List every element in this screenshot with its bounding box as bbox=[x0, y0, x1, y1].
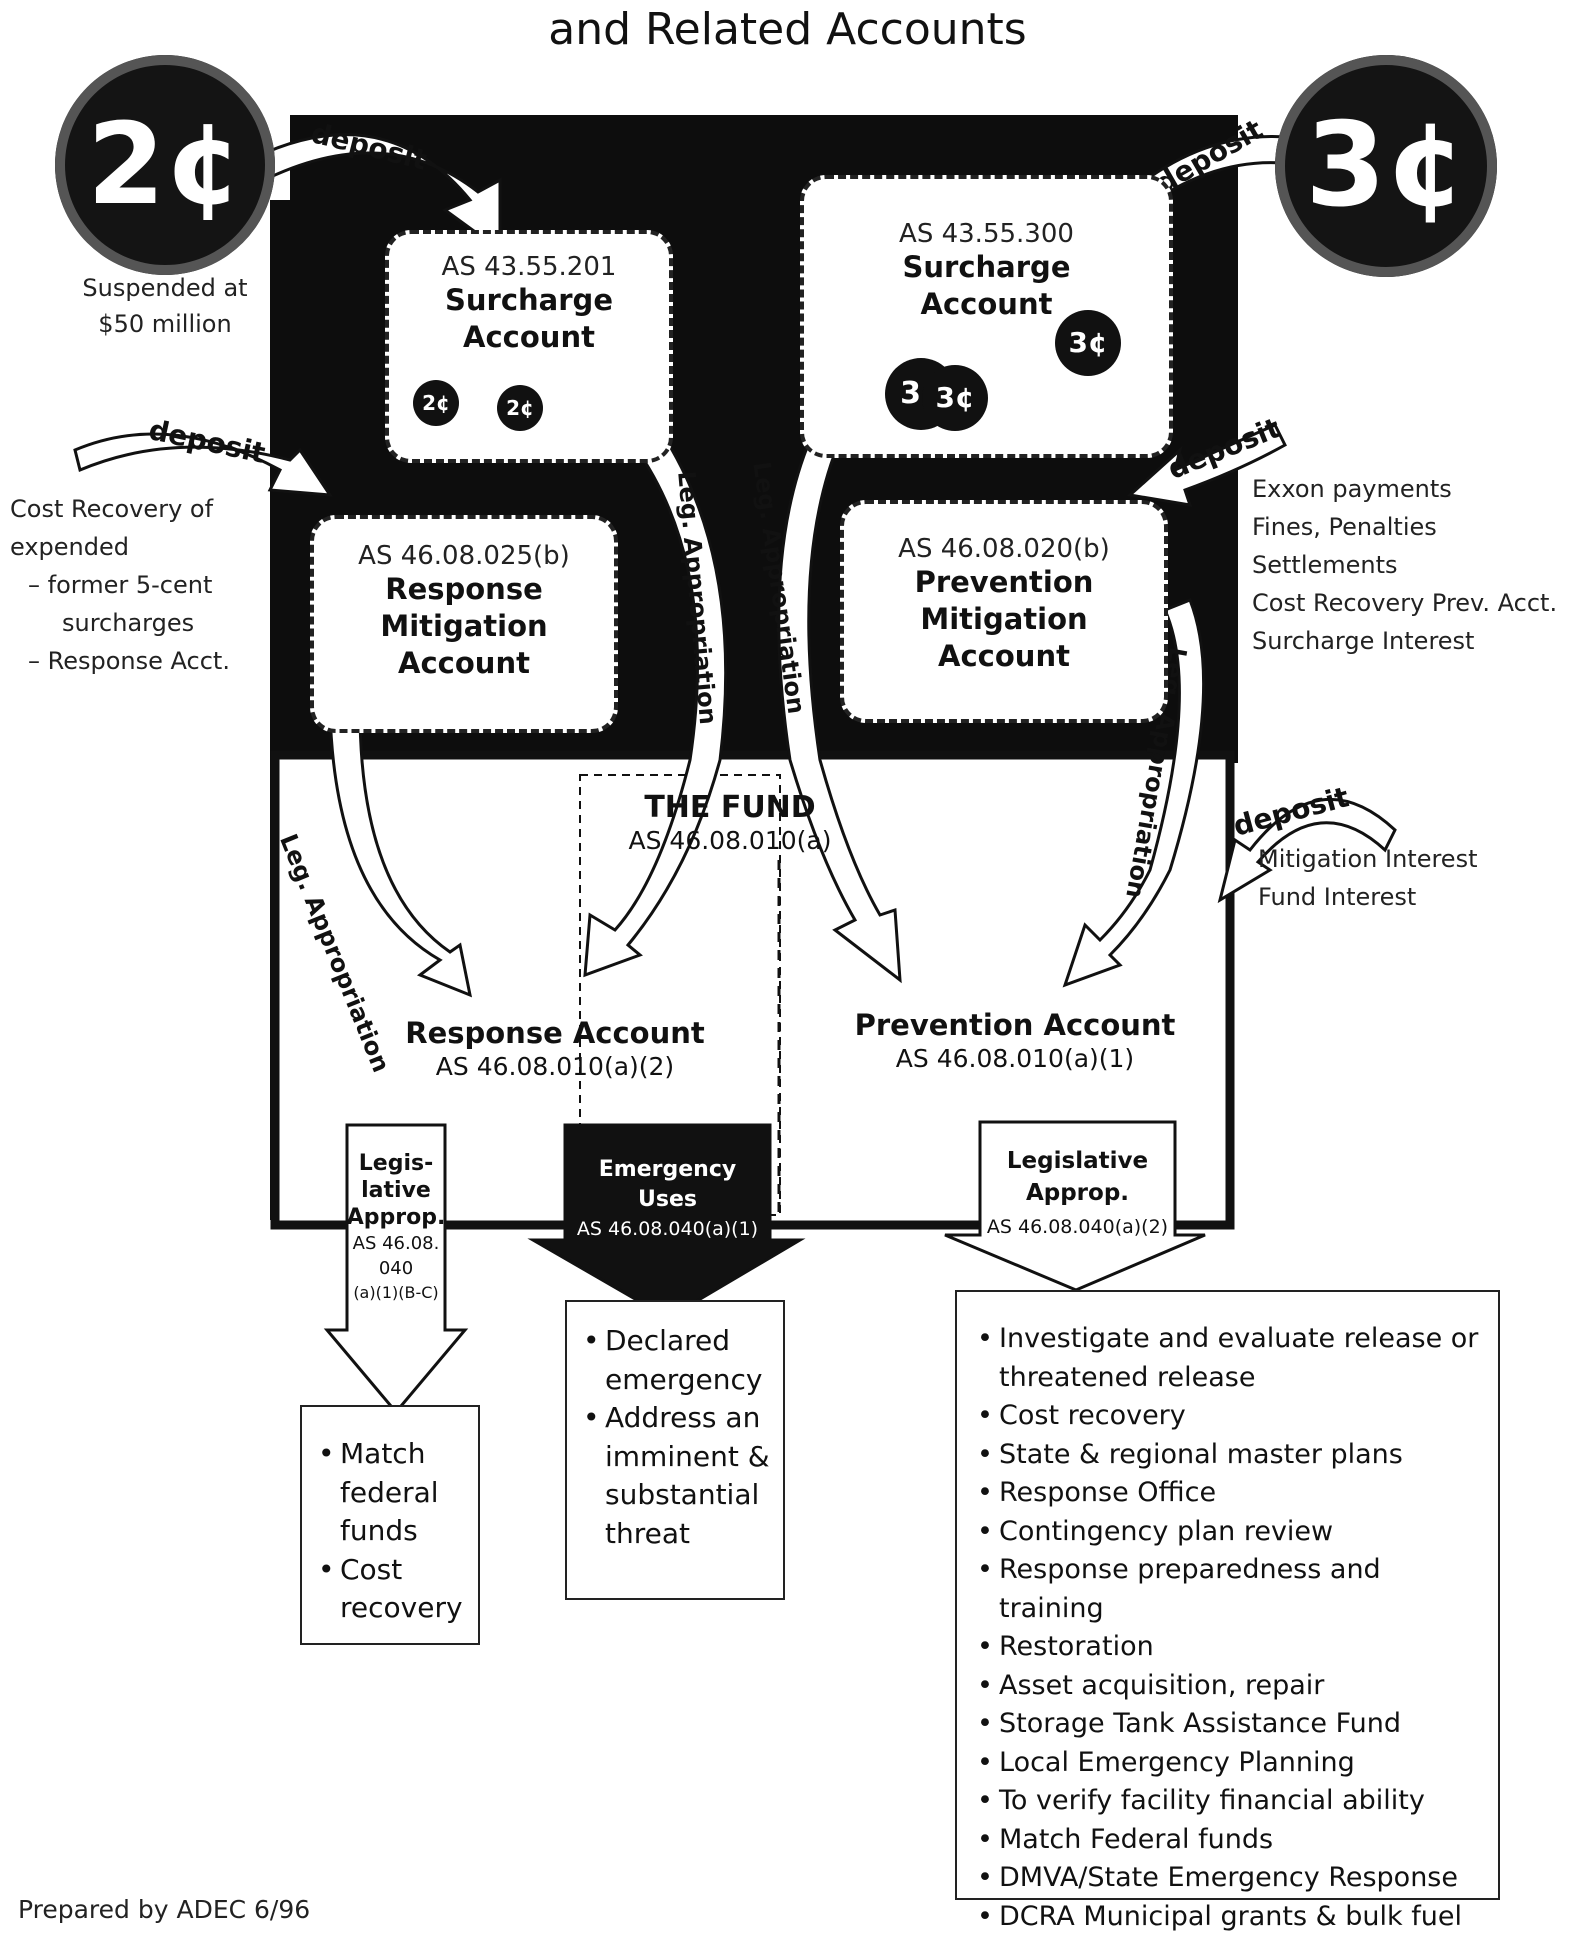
uses-list-right: Investigate and evaluate release or thre… bbox=[955, 1290, 1500, 1936]
outflow-left-code-3: (a)(1)(B-C) bbox=[353, 1283, 439, 1302]
interest-source-2: Fund Interest bbox=[1258, 883, 1417, 911]
outflow-left-label-2: lative bbox=[361, 1178, 431, 1203]
prepared-by-footer: Prepared by ADEC 6/96 bbox=[18, 1895, 311, 1924]
outflow-middle-code: AS 46.08.040(a)(1) bbox=[576, 1218, 759, 1240]
uses-right-item-8: Asset acquisition, repair bbox=[971, 1667, 1488, 1706]
surcharge-3c-code: AS 43.55.300 bbox=[899, 219, 1074, 249]
response-mitigation-name-1: Response bbox=[385, 572, 543, 606]
cost-recovery-line-2: expended bbox=[10, 533, 129, 561]
uses-right-item-5: Contingency plan review bbox=[971, 1513, 1488, 1552]
leg-approp-arrow-right bbox=[1062, 598, 1206, 988]
outflow-middle-label: Emergency Uses AS 46.08.040(a)(1) bbox=[550, 1155, 785, 1243]
uses-right-item-14: DCRA Municipal grants & bulk fuel bbox=[971, 1898, 1488, 1937]
surcharge-3c-name-2: Account bbox=[920, 287, 1053, 321]
uses-right-item-10: Local Emergency Planning bbox=[971, 1744, 1488, 1783]
uses-list-left: Match federal funds Cost recovery bbox=[300, 1405, 480, 1645]
suspended-line-1: Suspended at bbox=[82, 274, 248, 302]
cost-recovery-line-5: – Response Acct. bbox=[28, 647, 230, 675]
prevention-account-name: Prevention Account bbox=[854, 1008, 1176, 1042]
prevention-source-5: Surcharge Interest bbox=[1252, 627, 1475, 655]
outflow-left-label-3: Approp. bbox=[346, 1205, 446, 1230]
leg-approp-arrow-center-left bbox=[583, 428, 728, 978]
uses-right-item-9: Storage Tank Assistance Fund bbox=[971, 1705, 1488, 1744]
the-fund-label: THE FUND AS 46.08.010(a) bbox=[610, 790, 850, 856]
outflow-left-code-2: 040 bbox=[378, 1258, 414, 1279]
prevention-mitigation-name-3: Account bbox=[938, 639, 1070, 673]
suspended-note: Suspended at $50 million bbox=[70, 270, 260, 342]
deposit-arrow-response-mitigation bbox=[73, 432, 333, 497]
uses-right-item-7: Restoration bbox=[971, 1628, 1488, 1667]
response-mitigation-name-3: Account bbox=[398, 646, 530, 680]
outflow-middle-label-2: Uses bbox=[638, 1187, 697, 1212]
outflow-right-label-2: Approp. bbox=[1025, 1180, 1130, 1206]
small-coin-3c-c-icon: 3¢ bbox=[1055, 310, 1121, 376]
outflow-right-label-1: Legislative bbox=[1006, 1148, 1149, 1174]
prevention-account-label: Prevention Account AS 46.08.010(a)(1) bbox=[840, 1007, 1190, 1075]
prevention-source-3: Settlements bbox=[1252, 551, 1398, 579]
prevention-source-2: Fines, Penalties bbox=[1252, 513, 1437, 541]
response-mitigation-code: AS 46.08.025(b) bbox=[358, 541, 570, 571]
page-title: and Related Accounts bbox=[548, 4, 1027, 55]
prevention-sources-note: Exxon payments Fines, Penalties Settleme… bbox=[1252, 470, 1557, 660]
uses-right-item-4: Response Office bbox=[971, 1474, 1488, 1513]
outflow-arrow-right bbox=[944, 1120, 1206, 1292]
coin-3-cent-icon: 3¢ bbox=[1275, 55, 1497, 277]
suspended-line-2: $50 million bbox=[98, 310, 232, 338]
uses-right-item-11: To verify facility financial ability bbox=[971, 1782, 1488, 1821]
cost-recovery-line-3: – former 5-cent bbox=[28, 571, 213, 599]
surcharge-2c-name-2: Account bbox=[463, 320, 595, 354]
deposit-arrow-interest bbox=[1217, 797, 1397, 904]
outflow-left-label-1: Legis- bbox=[358, 1151, 434, 1176]
response-account-code: AS 46.08.010(a)(2) bbox=[435, 1052, 675, 1081]
cost-recovery-note: Cost Recovery of expended – former 5-cen… bbox=[10, 490, 230, 680]
leg-approp-arrow-center-right bbox=[777, 438, 902, 984]
uses-right-item-12: Match Federal funds bbox=[971, 1821, 1488, 1860]
uses-right-item-6: Response preparedness and training bbox=[971, 1551, 1488, 1628]
outflow-middle-label-1: Emergency bbox=[598, 1157, 737, 1182]
leg-approp-arrow-left bbox=[328, 708, 473, 998]
outflow-right-label: Legislative Approp. AS 46.08.040(a)(2) bbox=[965, 1145, 1190, 1245]
surcharge-account-3c: AS 43.55.300 Surcharge Account bbox=[800, 175, 1173, 458]
coin-2-cent-icon: 2¢ bbox=[55, 55, 275, 275]
uses-left-item-1: Match federal funds bbox=[312, 1435, 468, 1551]
small-coin-2c-b-icon: 2¢ bbox=[497, 385, 543, 431]
cost-recovery-line-4: surcharges bbox=[62, 609, 195, 637]
outflow-arrow-left bbox=[323, 1123, 469, 1415]
uses-middle-item-2: Address an imminent & substantial threat bbox=[577, 1399, 773, 1553]
uses-right-item-1: Investigate and evaluate release or thre… bbox=[971, 1320, 1488, 1397]
outflow-arrow-middle bbox=[527, 1123, 806, 1320]
prevention-account-code: AS 46.08.010(a)(1) bbox=[895, 1044, 1135, 1073]
outflow-left-label: Legis- lative Approp. AS 46.08. 040 (a)(… bbox=[345, 1150, 447, 1305]
surcharge-2c-code: AS 43.55.201 bbox=[441, 252, 617, 282]
response-mitigation-account: AS 46.08.025(b) Response Mitigation Acco… bbox=[310, 515, 618, 733]
uses-right-item-2: Cost recovery bbox=[971, 1397, 1488, 1436]
uses-middle-item-1: Declared emergency bbox=[577, 1322, 773, 1399]
response-account-name: Response Account bbox=[405, 1016, 705, 1050]
deposit-arrow-2c bbox=[238, 133, 502, 253]
uses-right-item-3: State & regional master plans bbox=[971, 1436, 1488, 1475]
small-coin-3c-b-icon: 3¢ bbox=[922, 365, 988, 431]
deposit-arrow-prevention-mitigation bbox=[1126, 423, 1287, 507]
response-account-label: Response Account AS 46.08.010(a)(2) bbox=[390, 1015, 720, 1083]
prevention-mitigation-code: AS 46.08.020(b) bbox=[898, 534, 1110, 564]
the-fund-name: THE FUND bbox=[644, 790, 816, 825]
prevention-mitigation-name-2: Mitigation bbox=[920, 602, 1088, 636]
outflow-left-code-1: AS 46.08. bbox=[352, 1233, 440, 1254]
uses-list-middle: Declared emergency Address an imminent &… bbox=[565, 1300, 785, 1600]
prevention-mitigation-name-1: Prevention bbox=[914, 565, 1094, 599]
outflow-right-code: AS 46.08.040(a)(2) bbox=[986, 1216, 1169, 1238]
prevention-source-1: Exxon payments bbox=[1252, 475, 1452, 503]
cost-recovery-line-1: Cost Recovery of bbox=[10, 495, 214, 523]
small-coin-2c-a-icon: 2¢ bbox=[413, 380, 459, 426]
interest-source-1: Mitigation Interest bbox=[1258, 845, 1478, 873]
prevention-source-4: Cost Recovery Prev. Acct. bbox=[1252, 589, 1558, 617]
response-mitigation-name-2: Mitigation bbox=[380, 609, 548, 643]
uses-left-item-2: Cost recovery bbox=[312, 1551, 468, 1628]
the-fund-code: AS 46.08.010(a) bbox=[628, 826, 832, 855]
surcharge-2c-name-1: Surcharge bbox=[445, 283, 613, 317]
interest-sources-note: Mitigation Interest Fund Interest bbox=[1258, 840, 1477, 916]
uses-right-item-13: DMVA/State Emergency Response bbox=[971, 1859, 1488, 1898]
prevention-mitigation-account: AS 46.08.020(b) Prevention Mitigation Ac… bbox=[840, 500, 1168, 723]
surcharge-3c-name-1: Surcharge bbox=[902, 250, 1071, 284]
